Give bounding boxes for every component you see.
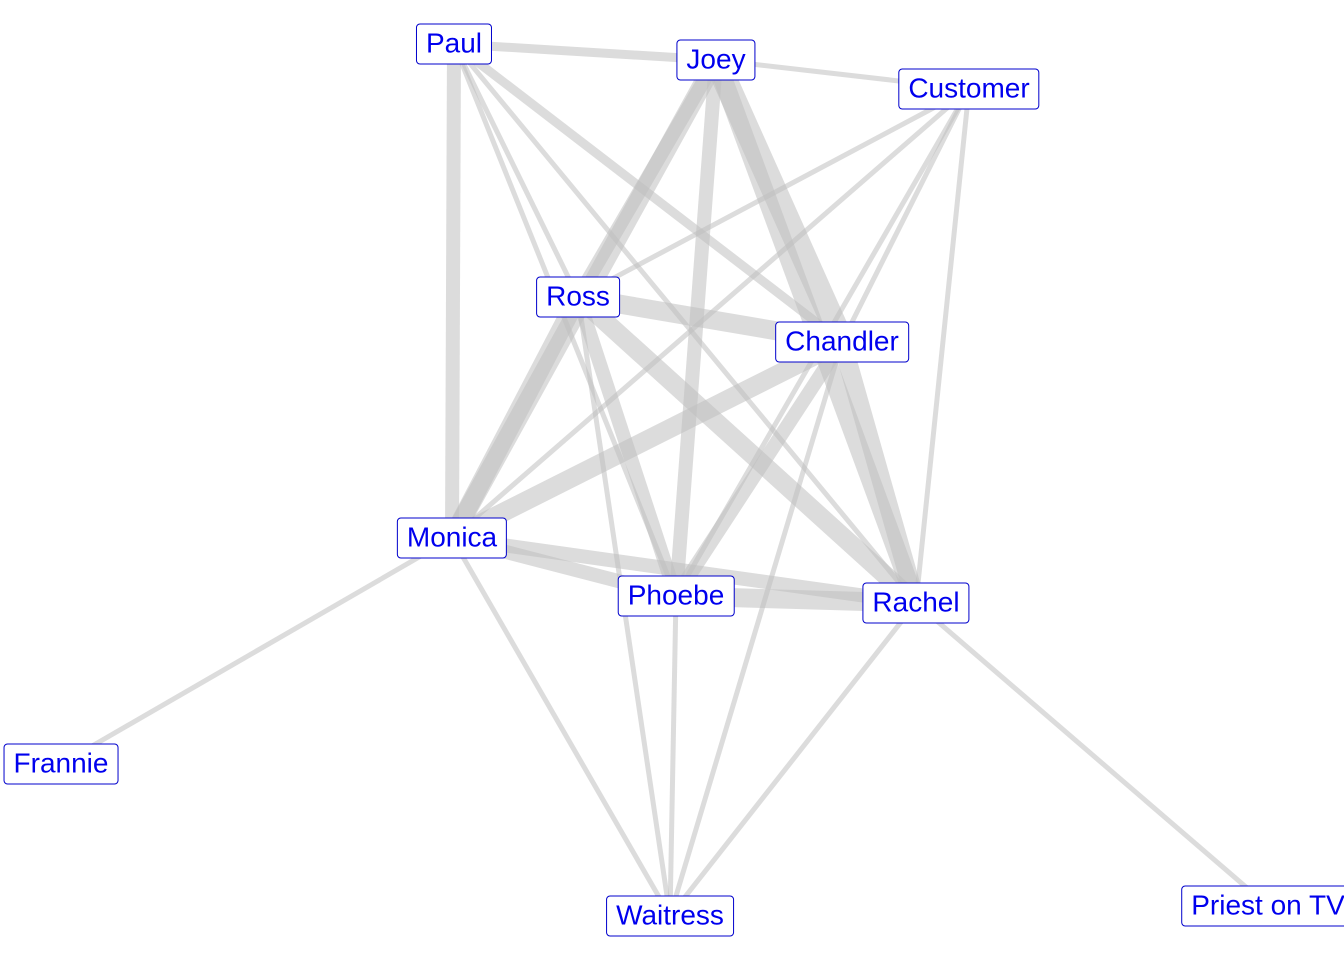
node-joey: Joey (676, 39, 756, 81)
edge-chandler-rachel (832, 339, 926, 606)
node-priest: Priest on TV (1181, 885, 1344, 927)
edge-customer-chandler (839, 87, 972, 344)
edge-paul-ross (451, 42, 581, 299)
edge-rachel-priest (914, 601, 1270, 908)
edge-customer-rachel (913, 88, 972, 604)
edge-paul-monica (445, 43, 461, 539)
node-phoebe: Phoebe (617, 575, 735, 617)
node-frannie: Frannie (3, 743, 119, 785)
edge-joey-ross (571, 56, 723, 301)
node-ross: Ross (536, 276, 620, 318)
edge-ross-monica (443, 292, 587, 543)
edge-phoebe-waitress (667, 595, 679, 917)
edge-ross-rachel (571, 289, 923, 611)
edge-customer-ross (576, 86, 971, 300)
edge-chandler-phoebe (670, 338, 848, 600)
node-waitress: Waitress (606, 895, 734, 937)
node-rachel: Rachel (862, 582, 970, 624)
edge-rachel-waitress (668, 601, 918, 918)
node-paul: Paul (415, 23, 493, 65)
edge-chandler-monica (447, 333, 847, 547)
edge-monica-frannie (59, 535, 454, 767)
edge-paul-joey (453, 39, 717, 65)
node-chandler: Chandler (775, 321, 909, 363)
edge-chandler-waitress (667, 341, 845, 917)
node-monica: Monica (396, 517, 508, 559)
edge-monica-waitress (449, 536, 673, 918)
node-customer: Customer (898, 68, 1040, 110)
